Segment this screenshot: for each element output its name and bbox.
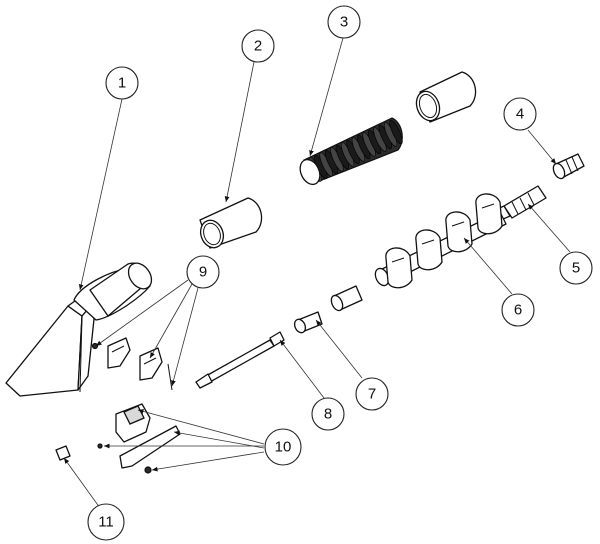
callout-1-label: 1 bbox=[118, 75, 126, 92]
callout-11-label: 11 bbox=[98, 514, 114, 531]
callout-8: 8 bbox=[311, 397, 345, 431]
part-1-wand-head bbox=[5, 262, 153, 397]
part-9-clips bbox=[91, 337, 173, 391]
callout-5: 5 bbox=[559, 251, 593, 285]
callout-11: 11 bbox=[87, 503, 125, 541]
callout-5-label: 5 bbox=[572, 260, 580, 277]
callout-2: 2 bbox=[241, 29, 275, 63]
callout-2-label: 2 bbox=[254, 38, 262, 55]
callout-7-label: 7 bbox=[368, 386, 376, 403]
part-10-trigger-assembly bbox=[97, 403, 181, 474]
callout-9-label: 9 bbox=[199, 264, 207, 281]
part-11-block bbox=[55, 445, 71, 461]
part-3-corrugated-hose bbox=[299, 117, 403, 186]
leader-lines bbox=[63, 37, 571, 509]
callout-4: 4 bbox=[503, 97, 537, 131]
part-2-sleeve bbox=[199, 197, 263, 249]
part-4-fitting bbox=[552, 153, 585, 180]
part-8-rod bbox=[195, 331, 285, 389]
callout-7: 7 bbox=[355, 377, 389, 411]
callout-10: 10 bbox=[264, 428, 302, 466]
callout-8-label: 8 bbox=[324, 406, 332, 423]
callout-6-label: 6 bbox=[514, 302, 522, 319]
callout-10-label: 10 bbox=[275, 439, 292, 456]
callout-9: 9 bbox=[186, 255, 220, 289]
part-3-sleeve bbox=[415, 71, 477, 123]
callout-3-label: 3 bbox=[340, 14, 348, 31]
callout-4-label: 4 bbox=[516, 106, 524, 123]
part-7-nut-pair bbox=[293, 285, 363, 334]
hose-rib bbox=[389, 119, 403, 145]
callout-3: 3 bbox=[327, 5, 361, 39]
part-6-valve-body bbox=[374, 193, 507, 289]
callout-1: 1 bbox=[105, 66, 139, 100]
callout-6: 6 bbox=[501, 293, 535, 327]
